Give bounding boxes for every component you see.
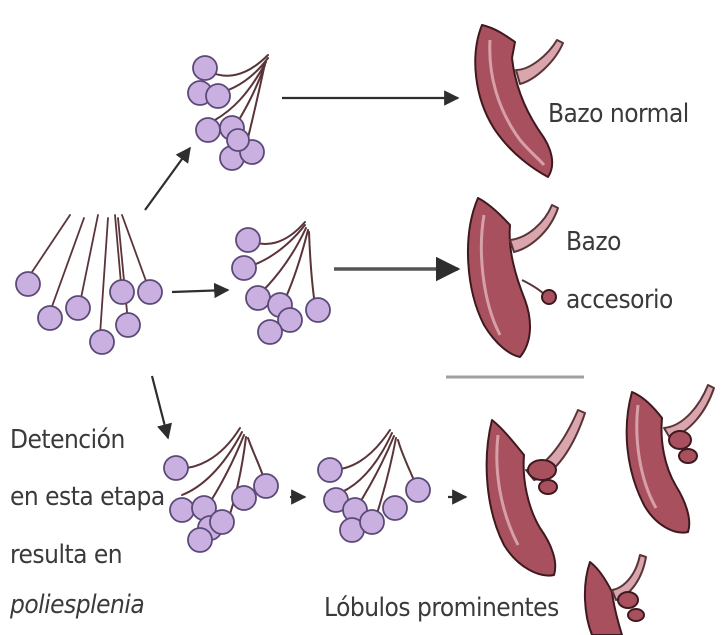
nodule bbox=[38, 306, 62, 330]
label-arrest-line1: Detención bbox=[10, 424, 125, 457]
arrow-to-mid-cluster bbox=[172, 290, 228, 292]
lobulated-spleen-3 bbox=[585, 555, 646, 635]
top-cluster bbox=[188, 55, 268, 170]
nodule bbox=[110, 280, 134, 304]
label-arrest-line4: poliesplenia bbox=[10, 589, 144, 622]
arrows bbox=[145, 98, 466, 497]
arrow-to-bottom-cluster bbox=[152, 376, 168, 438]
label-accessory-spleen-line1: Bazo bbox=[566, 226, 621, 259]
initial-cluster bbox=[16, 215, 162, 354]
lobulated-spleen-2 bbox=[627, 385, 714, 533]
nodule bbox=[116, 313, 140, 337]
nodule bbox=[16, 272, 40, 296]
label-arrest-line3: resulta en bbox=[10, 539, 122, 572]
label-arrest-line2: en esta etapa bbox=[10, 481, 165, 514]
nodule bbox=[66, 296, 90, 320]
label-prominent-lobules: Lóbulos prominentes bbox=[324, 592, 559, 625]
bottom-cluster-1 bbox=[164, 428, 278, 552]
label-normal-spleen: Bazo normal bbox=[548, 98, 689, 131]
lobulated-spleen-1 bbox=[487, 410, 585, 576]
arrow-to-top-cluster bbox=[145, 148, 190, 210]
middle-cluster bbox=[232, 222, 330, 344]
nodule bbox=[90, 330, 114, 354]
label-accessory-spleen-line2: accesorio bbox=[566, 284, 673, 317]
accessory-spleen bbox=[468, 198, 558, 357]
bottom-cluster-2 bbox=[318, 430, 430, 542]
nodule bbox=[138, 280, 162, 304]
